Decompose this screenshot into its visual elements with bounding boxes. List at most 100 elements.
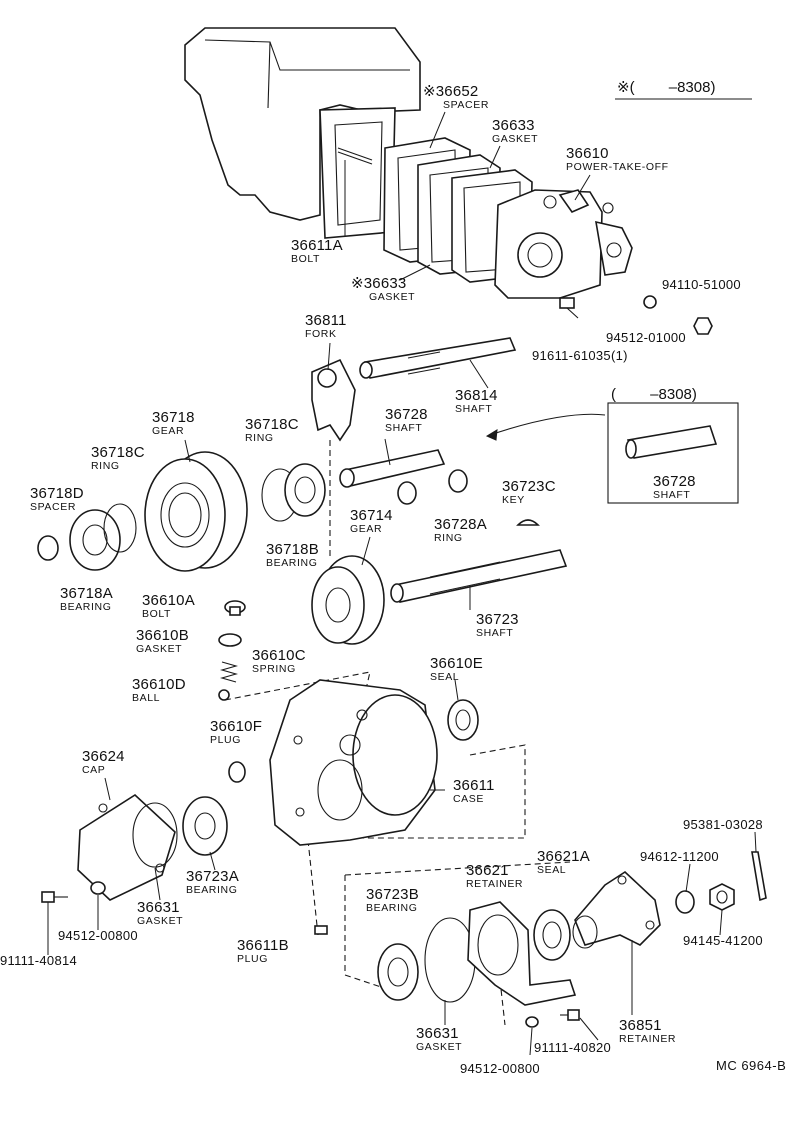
dashed-leader-retainer-group: [344, 875, 391, 991]
legend: ※( –8308): [617, 76, 715, 97]
part-name: BEARING: [366, 902, 418, 914]
part-number: 36723C: [502, 478, 556, 495]
washer-94512-01000-drawing: [643, 295, 657, 309]
fork-36811-drawing: [311, 358, 356, 442]
gear-36718-drawing: [144, 451, 248, 572]
retainer-36851-drawing: [572, 870, 661, 949]
ring-36718c-left-drawing: [103, 503, 137, 553]
plug-36610f-drawing: [228, 761, 246, 783]
part-name: RETAINER: [466, 878, 524, 890]
retainer-36621-drawing: [467, 901, 577, 1006]
legend-range: ( –8308): [629, 79, 716, 96]
cap-36624-drawing: [77, 793, 176, 901]
part-name: BEARING: [186, 884, 238, 896]
part-number: 36624: [82, 748, 125, 765]
legend-mark: ※: [617, 79, 630, 96]
part-name: PLUG: [237, 953, 268, 965]
part-name: GASKET: [416, 1041, 463, 1053]
part-label-94612-11200: 94612-11200: [640, 849, 719, 864]
inset-part-name: SHAFT: [653, 489, 691, 501]
bolt-91111-40814-drawing: [41, 891, 68, 903]
part-name: GASKET: [369, 291, 416, 303]
part-number: 36728: [385, 406, 428, 423]
part-name: GASKET: [492, 133, 539, 145]
washer-94512-00800-left-drawing: [90, 881, 106, 895]
plug-36611b-drawing: [314, 925, 328, 935]
inset-range: ( –8308): [611, 386, 697, 403]
part-label-94110-51000: 94110-51000: [662, 277, 741, 292]
part-name: BOLT: [291, 253, 321, 265]
ring-36728a-drawing: [397, 481, 417, 505]
washer-94512-00800-bottom-drawing: [525, 1016, 539, 1028]
part-label-91111-40814: 91111-40814: [0, 953, 78, 968]
part-label-94145-41200: 94145-41200: [683, 933, 763, 948]
part-number: 36611: [453, 777, 495, 794]
part-name: CASE: [453, 793, 484, 805]
dashed-leader-washer: [499, 979, 506, 1026]
washer-94612-11200-drawing: [675, 890, 695, 914]
part-number: 36610A: [142, 592, 195, 609]
part-number: 36718C: [245, 416, 299, 433]
key-36723c-drawing: [516, 519, 540, 526]
spacer-36718d-drawing: [37, 535, 59, 561]
part-name: SHAFT: [476, 627, 514, 639]
part-number: 36714: [350, 507, 393, 524]
part-name: SHAFT: [455, 403, 493, 415]
part-number: 36718C: [91, 444, 145, 461]
part-number: 36718B: [266, 541, 319, 558]
bearing-36718a-drawing: [69, 509, 121, 571]
bolt-36610a-drawing: [224, 600, 246, 616]
dashed-leader-plug: [307, 839, 319, 936]
nut-94110-51000-drawing: [693, 317, 713, 335]
inset-box-drawing: [485, 402, 739, 504]
part-number: 36610F: [210, 718, 263, 735]
nut-94145-41200-drawing: [709, 883, 735, 911]
part-number: 36610C: [252, 647, 306, 664]
part-name: KEY: [502, 494, 525, 506]
part-number: 36631: [137, 899, 180, 916]
pin-95381-03028-drawing: [751, 851, 767, 902]
part-number: 36723B: [366, 886, 419, 903]
seal-36610e-drawing: [447, 699, 479, 741]
part-number: 36611A: [291, 237, 343, 254]
part-name: BALL: [132, 692, 161, 704]
bearing-36723b-drawing: [377, 943, 419, 1001]
part-name: BOLT: [142, 608, 172, 620]
part-number: 36728A: [434, 516, 487, 533]
part-name: GEAR: [152, 425, 185, 437]
inset-part-number: 36728: [653, 473, 696, 490]
ring-36728a-second-drawing: [448, 469, 468, 493]
part-name: GASKET: [136, 643, 183, 655]
leader-lines: [47, 111, 757, 1056]
part-label-91611-61035: 91611-61035(1): [532, 348, 628, 363]
part-number: ※36652: [423, 83, 479, 100]
part-name: RING: [245, 432, 274, 444]
part-name: RING: [434, 532, 463, 544]
inset-part-label: 36728 SHAFT: [653, 474, 696, 501]
shaft-36814-drawing: [359, 337, 517, 379]
part-number: 36811: [305, 312, 347, 329]
shaft-36728-drawing: [339, 449, 446, 488]
bolt-91611-drawing: [559, 297, 579, 319]
part-number: 36610D: [132, 676, 186, 693]
part-number: 36723A: [186, 868, 239, 885]
